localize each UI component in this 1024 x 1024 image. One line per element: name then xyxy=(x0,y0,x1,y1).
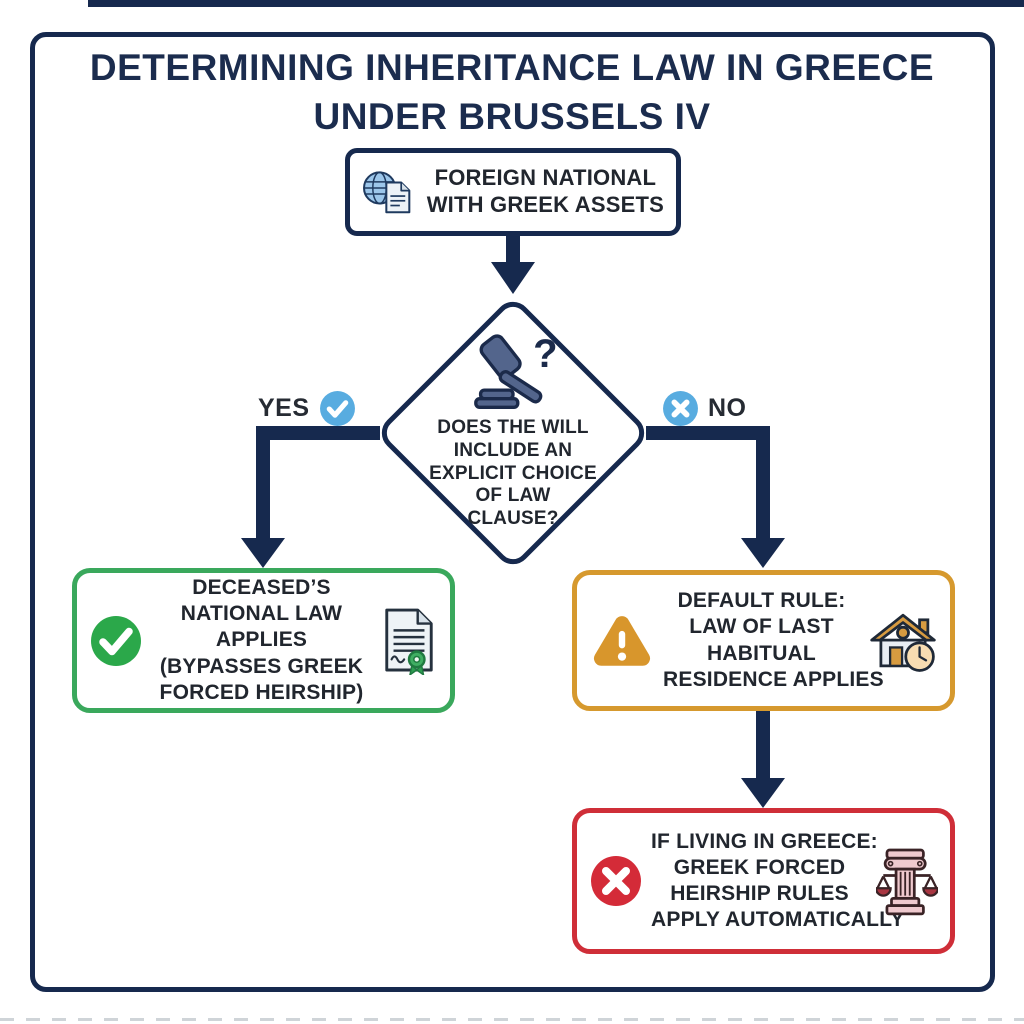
page-title-line2: UNDER BRUSSELS IV xyxy=(313,95,711,137)
page-title-line1: DETERMINING INHERITANCE LAW IN GREECE xyxy=(89,47,935,88)
yes-text: YES xyxy=(258,394,310,422)
decision-line-5: CLAUSE? xyxy=(467,508,559,530)
check-circle-icon xyxy=(91,615,141,666)
start-node-label: FOREIGN NATIONAL WITH GREEK ASSETS xyxy=(427,165,664,219)
start-node: FOREIGN NATIONAL WITH GREEK ASSETS xyxy=(345,148,681,236)
page-title: DETERMINING INHERITANCE LAW IN GREECE UN… xyxy=(60,44,964,142)
arrowhead-yes xyxy=(241,538,285,568)
decision-line-2: INCLUDE AN xyxy=(453,439,573,461)
arrow-yes-branch xyxy=(256,426,380,540)
svg-text:?: ? xyxy=(533,332,557,376)
no-outcome-line-1: DEFAULT RULE: xyxy=(677,589,846,613)
no-outcome-line-3: HABITUAL xyxy=(707,641,816,665)
decision-line-3: EXPLICIT CHOICE xyxy=(429,462,597,484)
no-x-badge-icon xyxy=(663,391,698,426)
decision-line-1: DOES THE WILL xyxy=(437,417,589,438)
no-text: NO xyxy=(708,394,747,422)
final-outcome-line-3: HEIRSHIP RULES xyxy=(670,882,849,905)
warning-triangle-icon xyxy=(593,615,651,666)
yes-branch-label: YES xyxy=(258,390,356,427)
yes-outcome-label: DECEASED’S NATIONAL LAW APPLIES (BYPASSE… xyxy=(151,575,372,705)
certificate-icon xyxy=(385,608,433,675)
arrowhead-no xyxy=(741,538,785,568)
yes-check-badge-icon xyxy=(319,391,355,426)
final-outcome-node: IF LIVING IN GREECE: GREEK FORCED HEIRSH… xyxy=(572,808,955,954)
decision-line-4: OF LAW xyxy=(475,485,551,507)
yes-outcome-line-3: APPLIES xyxy=(215,628,308,652)
no-outcome-node: DEFAULT RULE: LAW OF LAST HABITUAL RESID… xyxy=(572,570,955,711)
start-line-2: WITH GREEK ASSETS xyxy=(426,192,664,217)
decision-label: DOES THE WILL INCLUDE AN EXPLICIT CHOICE… xyxy=(429,417,597,531)
final-outcome-label: IF LIVING IN GREECE: GREEK FORCED HEIRSH… xyxy=(651,829,905,933)
no-outcome-label: DEFAULT RULE: LAW OF LAST HABITUAL RESID… xyxy=(663,588,884,692)
house-clock-icon xyxy=(870,613,936,672)
start-line-1: FOREIGN NATIONAL xyxy=(434,165,657,191)
no-outcome-line-4: RESIDENCE APPLIES xyxy=(663,667,884,691)
yes-outcome-node: DECEASED’S NATIONAL LAW APPLIES (BYPASSE… xyxy=(72,568,455,713)
no-branch-label: NO xyxy=(662,390,747,427)
arrowhead-decision xyxy=(491,262,535,294)
final-outcome-line-4: APPLY AUTOMATICALLY xyxy=(651,908,905,932)
arrow-no-branch xyxy=(646,426,770,540)
globe-document-icon xyxy=(363,171,411,214)
yes-outcome-line-2: NATIONAL LAW xyxy=(180,602,343,626)
decision-content: ? DOES THE WILL INCLUDE AN EXPLICIT CHOI… xyxy=(398,318,628,544)
final-outcome-line-2: GREEK FORCED xyxy=(673,855,846,879)
yes-outcome-line-4: (BYPASSES GREEK xyxy=(159,654,364,678)
gavel-question-icon: ? xyxy=(474,332,558,409)
x-circle-icon xyxy=(591,856,641,906)
final-outcome-line-1: IF LIVING IN GREECE: xyxy=(651,829,878,853)
column-scales-icon xyxy=(876,848,938,916)
arrowhead-final xyxy=(741,778,785,808)
yes-outcome-line-1: DECEASED’S xyxy=(192,576,331,600)
no-outcome-line-2: LAW OF LAST xyxy=(689,615,834,639)
yes-outcome-line-5: FORCED HEIRSHIP) xyxy=(159,680,364,704)
bottom-edge-dots xyxy=(0,1018,1024,1021)
top-edge-strip xyxy=(88,0,1024,7)
